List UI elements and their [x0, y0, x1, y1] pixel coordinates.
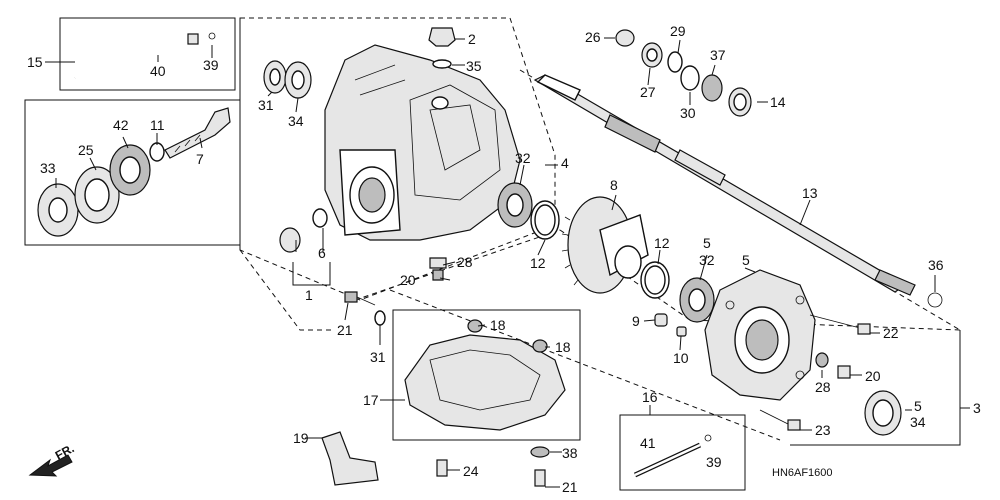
callout-2: 2: [468, 31, 476, 47]
callout-18b: 18: [555, 339, 571, 355]
callout-16: 16: [642, 389, 658, 405]
callout-42: 42: [113, 117, 129, 133]
differential-housing: [324, 44, 521, 241]
callout-14: 14: [770, 94, 786, 110]
callout-5a: 5: [703, 235, 711, 251]
callout-41: 41: [640, 435, 656, 451]
diagram-code: HN6AF1600: [772, 467, 833, 479]
callout-23: 23: [815, 422, 831, 438]
callout-32a: 32: [515, 150, 531, 166]
callout-9: 9: [632, 313, 640, 329]
callout-3: 3: [973, 400, 981, 416]
callout-30: 30: [680, 105, 696, 121]
callout-33: 33: [40, 160, 56, 176]
leader-lines: [45, 37, 970, 488]
callout-12a: 12: [530, 255, 546, 271]
differential-cover: [704, 269, 816, 401]
callout-25: 25: [78, 142, 94, 158]
callout-24: 24: [463, 463, 479, 479]
dowel-pins: [654, 313, 687, 337]
callout-5b: 5: [742, 252, 750, 268]
callout-12b: 12: [654, 235, 670, 251]
callout-36: 36: [928, 257, 944, 273]
callout-6: 6: [318, 245, 326, 261]
callout-21a: 21: [337, 322, 353, 338]
callout-28a: 28: [457, 254, 473, 270]
skid-plate-bolts: [436, 446, 550, 487]
callout-7: 7: [196, 151, 204, 167]
callout-1: 1: [305, 287, 313, 303]
callout-39b: 39: [706, 454, 722, 470]
callout-40: 40: [150, 63, 166, 79]
callout-28b: 28: [815, 379, 831, 395]
callout-31a: 31: [258, 97, 274, 113]
drive-shaft: [533, 74, 943, 308]
callout-38: 38: [562, 445, 578, 461]
drain-bolt: [429, 257, 447, 281]
oil-seal: [864, 390, 902, 436]
housing-seals: [263, 60, 312, 99]
callout-13: 13: [802, 185, 818, 201]
shaft-end-parts: [615, 29, 752, 117]
callout-19: 19: [293, 430, 309, 446]
front-direction-label: FR.: [53, 441, 77, 462]
callout-20a: 20: [400, 272, 416, 288]
fill-bolt-right: [815, 352, 851, 379]
callout-27: 27: [640, 84, 656, 100]
callout-35: 35: [466, 58, 482, 74]
callout-26: 26: [585, 29, 601, 45]
callout-4: 4: [561, 155, 569, 171]
pinion-assembly: [37, 107, 231, 237]
bearing-shim-left: [497, 182, 560, 240]
callout-29: 29: [670, 23, 686, 39]
callout-32b: 32: [699, 252, 715, 268]
callout-37: 37: [710, 47, 726, 63]
housing-bolt: [344, 291, 386, 326]
callout-8: 8: [610, 177, 618, 193]
collar-and-washer: [279, 208, 328, 253]
front-direction-arrow-icon: [28, 454, 73, 477]
callout-20b: 20: [865, 368, 881, 384]
callout-15: 15: [27, 54, 43, 70]
callout-34b: 34: [910, 414, 926, 430]
callout-11: 11: [150, 117, 165, 133]
callout-labels: 15 40 39 42 11 25 7 33 31 34 2 35 32 4 6…: [27, 23, 981, 495]
callout-34a: 34: [288, 113, 304, 129]
breather-hose: [74, 32, 216, 80]
filler-cap: [428, 27, 456, 69]
cover-bolts: [759, 314, 871, 431]
callout-17: 17: [363, 392, 379, 408]
bearing-shim-right: [640, 261, 715, 323]
skid-plate: [404, 319, 566, 431]
mount-bracket: [321, 431, 379, 486]
callout-31b: 31: [370, 349, 386, 365]
small-hose: [633, 434, 712, 478]
callout-18a: 18: [490, 317, 506, 333]
callout-21b: 21: [562, 479, 578, 495]
callout-22: 22: [883, 325, 899, 341]
callout-39: 39: [203, 57, 219, 73]
ring-gear: [561, 196, 649, 294]
callout-5c: 5: [914, 398, 922, 414]
callout-10: 10: [673, 350, 689, 366]
